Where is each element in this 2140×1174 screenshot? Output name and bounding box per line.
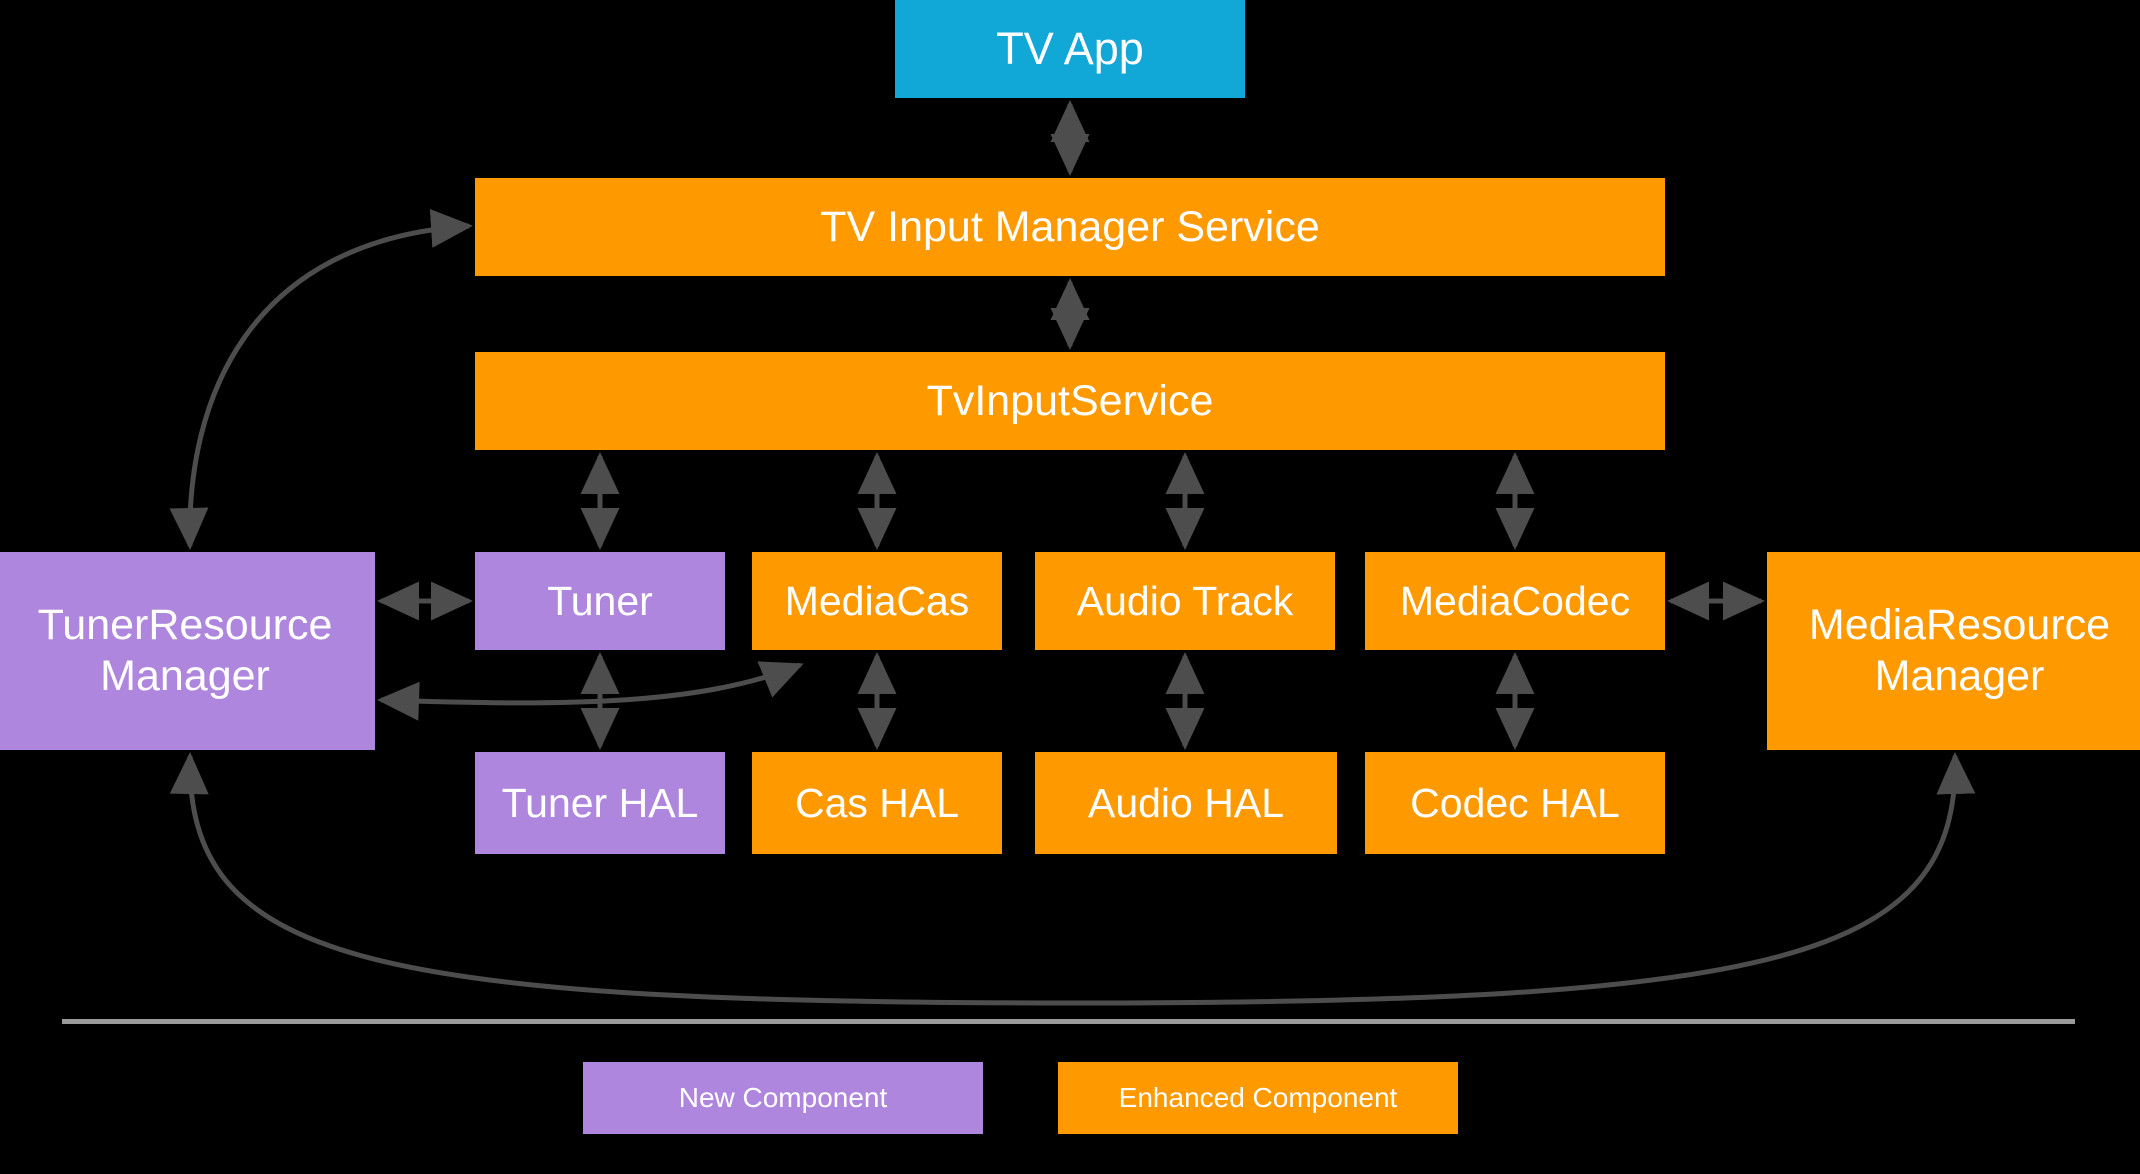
node-tuner-hal[interactable]: Tuner HAL: [475, 752, 725, 854]
node-media-cas[interactable]: MediaCas: [752, 552, 1002, 650]
node-cas-hal[interactable]: Cas HAL: [752, 752, 1002, 854]
node-audio-track[interactable]: Audio Track: [1035, 552, 1335, 650]
node-tv-input-service[interactable]: TvInputService: [475, 352, 1665, 450]
node-media-resource-manager[interactable]: MediaResource Manager: [1767, 552, 2140, 750]
node-media-codec[interactable]: MediaCodec: [1365, 552, 1665, 650]
legend-divider: [62, 1019, 2075, 1024]
connector-trm-tvinputmanager-curved: [169, 208, 473, 550]
node-tuner-resource-manager[interactable]: TunerResource Manager: [0, 552, 375, 750]
node-tv-app[interactable]: TV App: [895, 0, 1245, 98]
node-tuner[interactable]: Tuner: [475, 552, 725, 650]
connector-trm-mediacas-curved: [377, 661, 804, 721]
legend-swatch-new-component: New Component: [583, 1062, 983, 1134]
node-tv-input-manager-service[interactable]: TV Input Manager Service: [475, 178, 1665, 276]
legend-swatch-enhanced-component: Enhanced Component: [1058, 1062, 1458, 1134]
node-codec-hal[interactable]: Codec HAL: [1365, 752, 1665, 854]
node-audio-hal[interactable]: Audio HAL: [1035, 752, 1337, 854]
